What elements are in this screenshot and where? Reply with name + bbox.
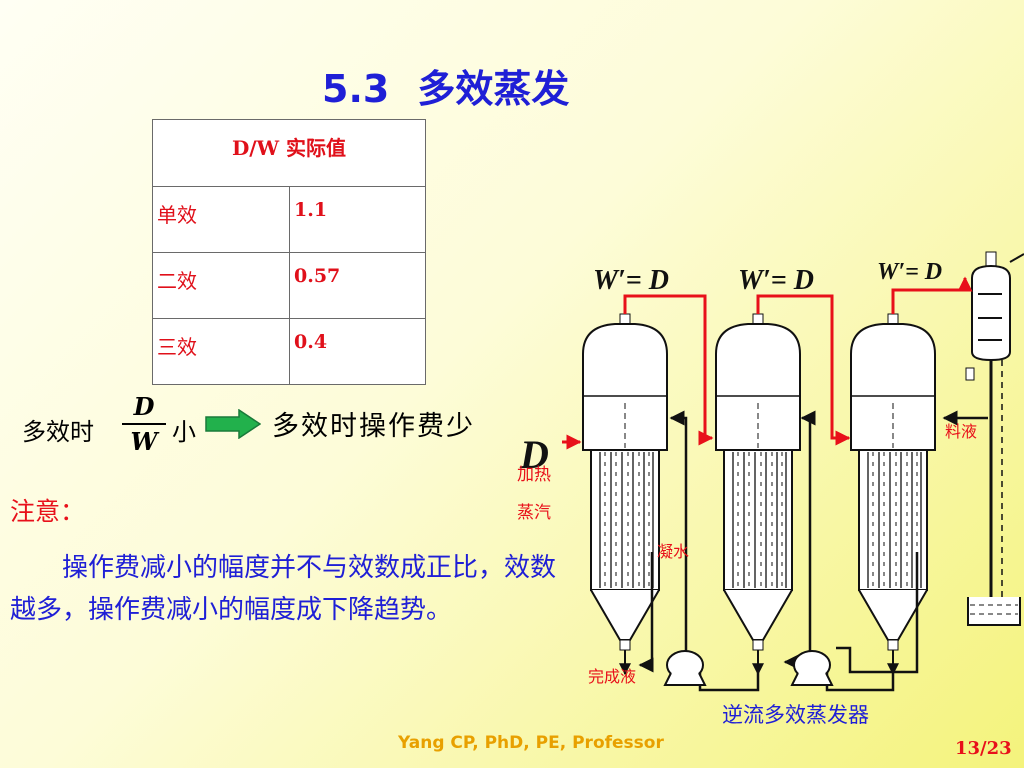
diagram-caption: 逆流多效蒸发器 (722, 703, 869, 727)
fraction-numerator: D (133, 392, 155, 421)
heating-steam-label-2: 蒸汽 (517, 503, 551, 523)
condenser (965, 251, 1024, 607)
right-arrow-icon (205, 409, 261, 439)
steam-label-2: W′= D (738, 265, 814, 296)
water-tank (967, 597, 1021, 626)
note-body: 操作费减小的幅度并不与效数成正比，效数越多，操作费减小的幅度成下降趋势。 (10, 547, 562, 631)
section-number: 5.3 (322, 67, 390, 111)
fraction-denominator: W (130, 427, 158, 456)
heating-steam-label-1: 加热 (517, 465, 551, 485)
pump-2 (791, 650, 833, 686)
steam-label-3: W′= D (877, 259, 942, 285)
formula-suffix: 小 (172, 418, 196, 446)
liquor-lines (638, 410, 988, 692)
pump-1 (664, 650, 706, 686)
steam-label-1: W′= D (593, 265, 669, 296)
table-header: D/W 实际值 (152, 119, 426, 187)
row-label: 单效 (152, 186, 290, 253)
page-title: 5.3 多效蒸发 (322, 58, 569, 113)
note-text: 操作费减小的幅度并不与效数成正比，效数越多，操作费减小的幅度成下降趋势。 (10, 553, 557, 625)
dw-fraction: D W (122, 392, 166, 456)
page-number: 13/23 (955, 738, 1012, 759)
footer-author: Yang CP, PhD, PE, Professor (398, 733, 664, 753)
note-title: 注意： (10, 497, 86, 526)
product-label: 完成液 (588, 667, 636, 686)
formula-prefix: 多效时 (22, 418, 94, 446)
formula-result: 多效时操作费少 (272, 411, 475, 442)
row-label: 三效 (152, 318, 290, 385)
row-value: 0.4 (289, 318, 426, 385)
table-row: 三效 0.4 (152, 318, 426, 385)
evaporator-effect-1 (583, 314, 667, 674)
section-title: 多效蒸发 (417, 67, 570, 111)
heating-steam-d: D (519, 432, 549, 477)
condensate-label: 凝水 (657, 542, 689, 561)
dw-table: D/W 实际值 单效 1.1 二效 0.57 三效 0.4 (152, 119, 426, 385)
evaporator-effect-3 (851, 314, 935, 674)
feed-label: 料液 (945, 422, 977, 441)
fraction-bar (122, 423, 166, 425)
evaporator-effect-2 (716, 314, 800, 674)
secondary-steam-lines (562, 276, 973, 450)
